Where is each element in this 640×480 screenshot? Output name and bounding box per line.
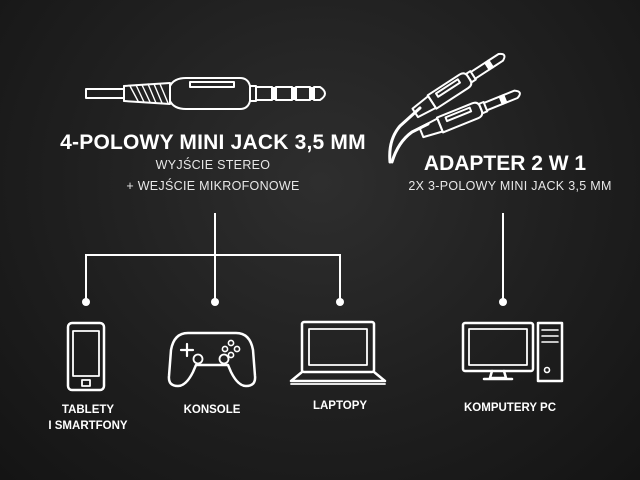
laptop-icon: [289, 320, 387, 385]
left-connector-title: 4-POLOWY MINI JACK 3,5 MM: [60, 131, 366, 154]
endpoint-dot-konsole: [211, 298, 219, 306]
right-connector-subtitle: 2X 3-POLOWY MINI JACK 3,5 MM: [408, 179, 612, 193]
device-label-pc: KOMPUTERY PC: [463, 402, 556, 414]
left-connector-line2: + WEJŚCIE MIKROFONOWE: [126, 179, 300, 193]
device-label-konsole: KONSOLE: [183, 404, 241, 416]
device-label-tablets-line2: I SMARTFONY: [48, 420, 128, 432]
gamepad-icon: [167, 331, 257, 388]
device-label-tablets: TABLETY I SMARTFONY: [40, 402, 136, 434]
endpoint-dot-laptopy: [336, 298, 344, 306]
right-connector-title: ADAPTER 2 W 1: [423, 152, 587, 175]
connection-lines: [85, 213, 504, 300]
smartphone-icon: [66, 321, 106, 392]
device-label-laptopy: LAPTOPY: [312, 400, 368, 412]
four-pole-jack-icon: [85, 77, 326, 110]
left-connector-line1: WYJŚCIE STEREO: [155, 158, 271, 172]
branch-line: [85, 254, 341, 300]
endpoint-dot-pc: [499, 298, 507, 306]
adapter-2in1-icon: [388, 52, 521, 164]
device-label-tablets-line1: TABLETY: [61, 404, 115, 416]
endpoint-dot-tablets: [82, 298, 90, 306]
desktop-pc-icon: [461, 321, 564, 383]
